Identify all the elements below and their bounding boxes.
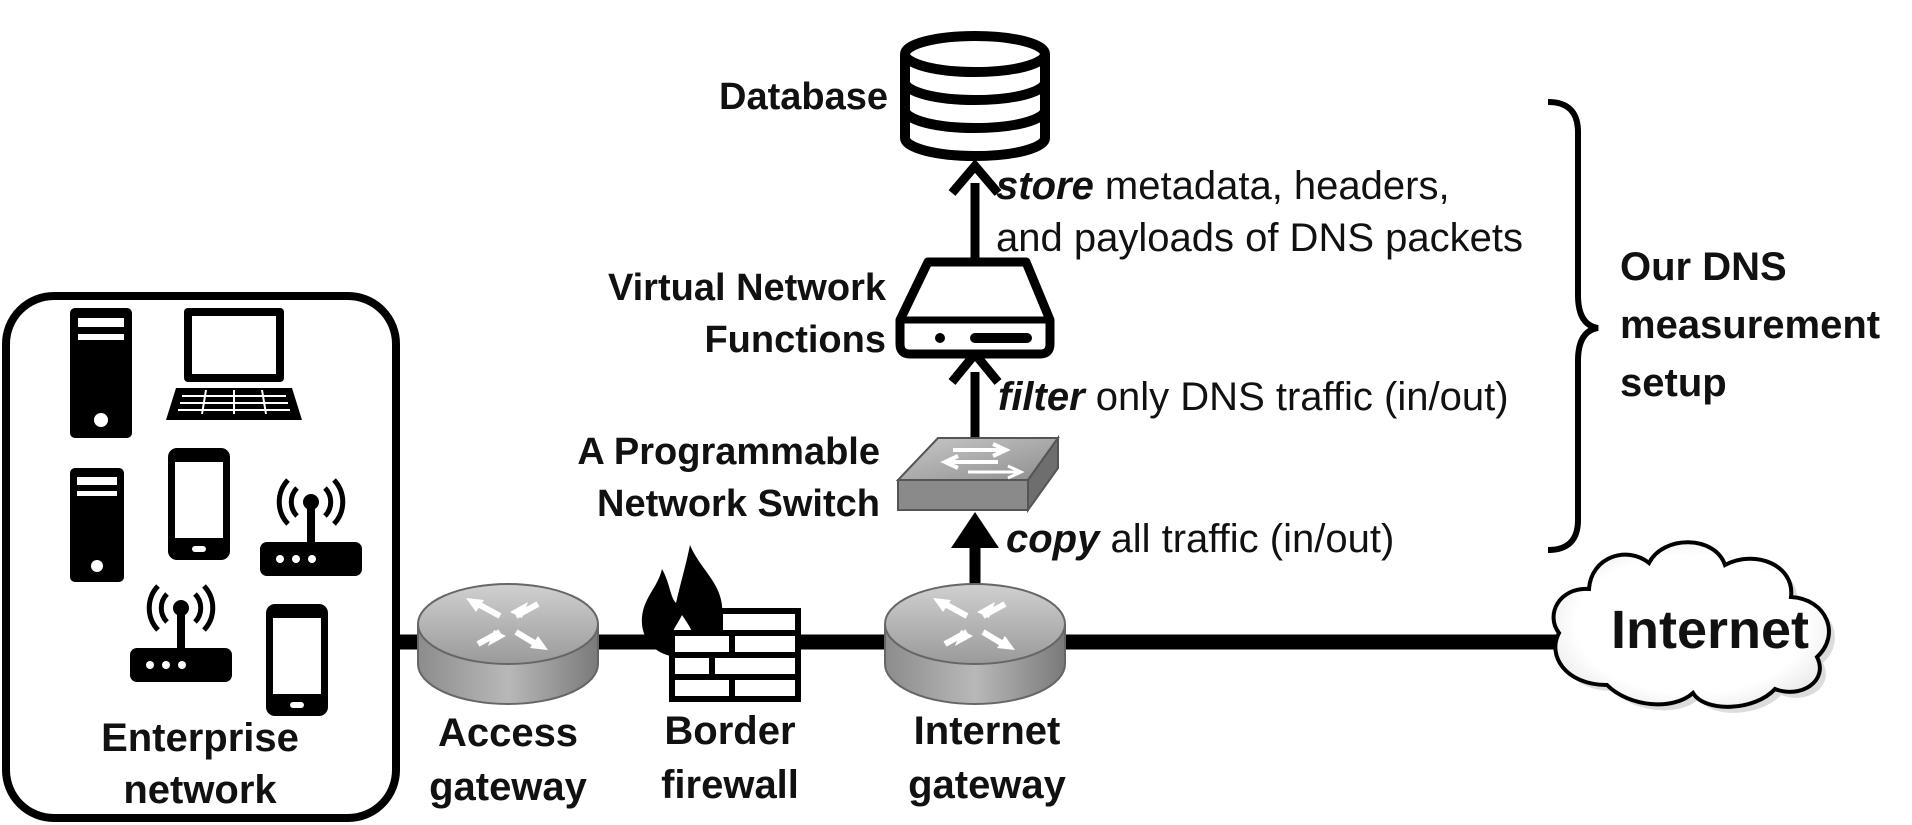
firewall-label-line1: Border (664, 709, 796, 753)
database-text: Database (719, 76, 888, 118)
router-icon (417, 583, 599, 705)
store-verb: store (996, 164, 1094, 208)
vnf-label-line1: Virtual Network (607, 267, 886, 309)
enterprise-label-line2: network (123, 768, 277, 812)
router-icon (884, 583, 1066, 705)
switch-label-line1: A Programmable (577, 431, 880, 473)
arrow-filter (948, 346, 1002, 448)
store-line1: store metadata, headers, (996, 160, 1523, 212)
bracket-label-line1: Our DNS (1620, 245, 1787, 289)
store-line2: and payloads of DNS packets (996, 216, 1523, 260)
store-rest: metadata, headers, (1093, 164, 1450, 208)
edge-filter-label: filter only DNS traffic (in/out) (998, 374, 1509, 421)
inet-gw-label-line2: gateway (908, 763, 1066, 807)
smartphone-icon (168, 448, 230, 560)
enterprise-label-line1: Enterprise (101, 716, 299, 760)
cloud-icon (1551, 540, 1835, 713)
desktop-tower-icon (70, 468, 124, 582)
desktop-tower-icon (70, 308, 132, 438)
copy-verb: copy (1006, 517, 1100, 561)
filter-rest: only DNS traffic (in/out) (1084, 375, 1509, 419)
database-label: Database (640, 76, 888, 119)
edge-store-label: store metadata, headers, and payloads of… (996, 160, 1523, 264)
enterprise-label: Enterprise network (40, 712, 360, 816)
switch-label-line2: Network Switch (597, 483, 880, 525)
bracket-label-line3: setup (1620, 361, 1727, 405)
firewall-label-line2: firewall (661, 763, 799, 807)
smartphone-icon (266, 604, 328, 716)
internet-text: Internet (1610, 600, 1810, 660)
access-label-line1: Access (437, 711, 579, 755)
laptop-icon (166, 308, 302, 420)
wifi-router-icon (130, 584, 232, 682)
border-firewall-label: Border firewall (630, 704, 830, 812)
vnf-server-icon (895, 257, 1055, 359)
copy-rest: all traffic (in/out) (1099, 517, 1395, 561)
database-icon (900, 31, 1050, 161)
inet-gw-label-line1: Internet (913, 709, 1061, 753)
arrow-copy (951, 512, 999, 590)
network-switch-icon (895, 434, 1060, 514)
bracket-label-line2: measurement (1620, 303, 1881, 347)
arrow-store (948, 159, 1002, 262)
filter-verb: filter (998, 375, 1085, 419)
switch-label: A Programmable Network Switch (500, 426, 880, 530)
edge-copy-label: copy all traffic (in/out) (1006, 516, 1394, 563)
internet-label: Internet (1590, 600, 1830, 660)
setup-bracket-label: Our DNS measurement setup (1620, 238, 1880, 412)
vnf-label-line2: Functions (704, 319, 886, 361)
wifi-router-icon (260, 478, 362, 576)
access-label-line2: gateway (429, 765, 587, 809)
vnf-label: Virtual Network Functions (540, 262, 886, 366)
setup-bracket (1547, 99, 1599, 553)
internet-gateway-label: Internet gateway (872, 704, 1102, 812)
access-gateway-label: Access gateway (400, 706, 616, 814)
firewall-icon (641, 545, 801, 702)
